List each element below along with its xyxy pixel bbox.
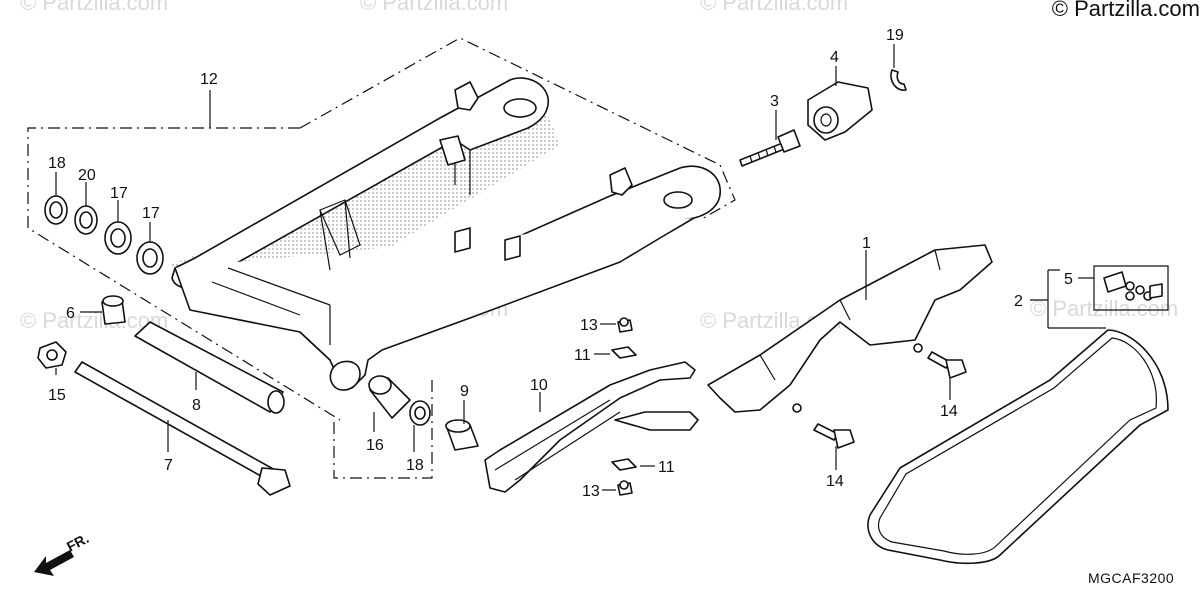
- callout-15: 15: [48, 387, 66, 404]
- screw-13-lower: [617, 480, 633, 496]
- collar-9: [445, 419, 479, 451]
- watermark: © Partzilla.com: [700, 0, 849, 15]
- chain-adjuster-4: [807, 81, 873, 141]
- chain-joint-5: [1093, 265, 1169, 311]
- callout-5: 5: [1064, 271, 1073, 288]
- front-direction-arrow-icon: FR.: [34, 530, 91, 576]
- callout-18: 18: [48, 155, 66, 172]
- callout-14: 14: [940, 403, 958, 420]
- copyright-notice: © Partzilla.com: [1051, 0, 1200, 21]
- bearing-17-a: [104, 221, 132, 255]
- callout-16: 16: [366, 437, 384, 454]
- bearing-17-b: [136, 241, 164, 275]
- leader-lines: [55, 44, 1106, 491]
- collar-6: [101, 295, 126, 325]
- callout-11: 11: [658, 459, 675, 476]
- callout-20: 20: [78, 167, 96, 184]
- callout-17: 17: [142, 205, 160, 222]
- oil-seal-20: [74, 205, 98, 235]
- callout-labels: 12 18 20 17 17 6 15 8 7 16 18 9 10 13 11…: [48, 27, 1073, 500]
- callout-6: 6: [66, 305, 75, 322]
- needle-bearing-16: [368, 375, 411, 419]
- callout-10: 10: [530, 377, 548, 394]
- callout-17: 17: [110, 185, 128, 202]
- bolt-14-right: [927, 351, 967, 379]
- front-direction-label: FR.: [64, 530, 91, 555]
- washer-11-upper: [611, 346, 637, 359]
- callout-11: 11: [574, 347, 591, 364]
- chain-case-1: [707, 244, 993, 413]
- washer-11-lower: [611, 458, 637, 471]
- callout-18: 18: [406, 457, 424, 474]
- watermark: © Partzilla.com: [360, 0, 509, 15]
- callout-8: 8: [192, 397, 201, 414]
- watermark: © Partzilla.com: [1030, 296, 1179, 321]
- chain-slider-10: [484, 361, 699, 493]
- callout-7: 7: [164, 457, 173, 474]
- diagram-code: MGCAF3200: [1088, 570, 1175, 586]
- swingarm: [170, 77, 721, 391]
- callout-13: 13: [580, 317, 598, 334]
- callout-9: 9: [460, 383, 469, 400]
- callout-3: 3: [770, 93, 779, 110]
- callout-12: 12: [200, 71, 218, 88]
- callout-4: 4: [830, 49, 839, 66]
- swingarm-group-outline: [27, 37, 736, 479]
- callout-1: 1: [862, 235, 871, 252]
- dust-seal-18-lower: [409, 400, 431, 426]
- snap-ring-19: [890, 69, 907, 91]
- dust-seal-18-upper: [44, 195, 68, 225]
- pivot-bolt-7: [74, 361, 291, 496]
- callout-14: 14: [826, 473, 844, 490]
- pivot-collar-8: [134, 321, 285, 414]
- screw-13-upper: [617, 317, 633, 333]
- drive-chain-2: [867, 329, 1169, 565]
- adjusting-bolt-3: [739, 129, 801, 167]
- bolt-14-lower: [813, 423, 855, 449]
- watermark: © Partzilla.com: [20, 0, 169, 15]
- callout-2: 2: [1014, 293, 1023, 310]
- callout-13: 13: [582, 483, 600, 500]
- nut-15: [37, 341, 67, 369]
- callout-19: 19: [886, 27, 904, 44]
